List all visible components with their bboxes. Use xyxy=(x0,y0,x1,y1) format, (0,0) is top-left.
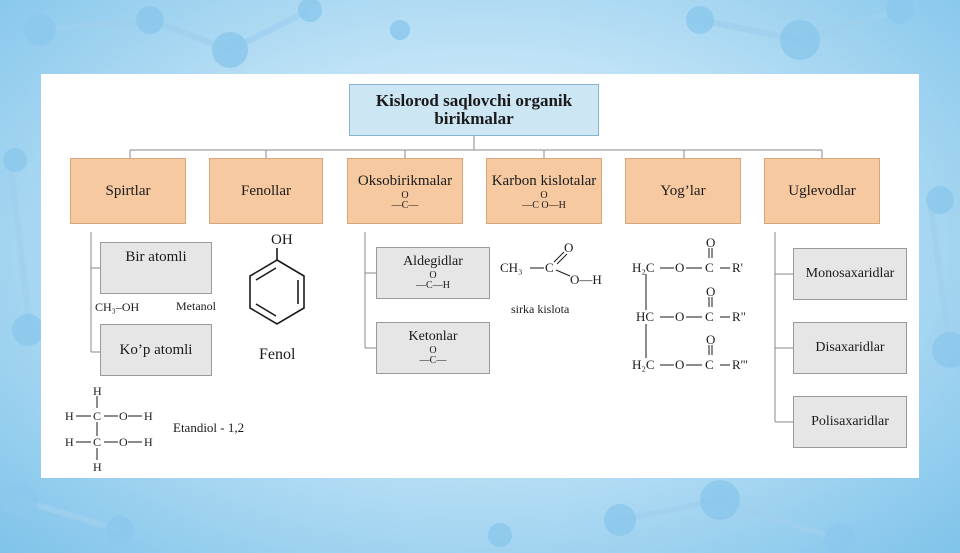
category-oksobirikmalar: Oksobirikmalar O —C— xyxy=(347,158,463,224)
box-polisaxaridlar: Polisaxaridlar xyxy=(793,396,907,448)
acetic-acid-structure: CH₃ C O O—H xyxy=(500,240,602,287)
category-uglevodlar: Uglevodlar xyxy=(764,158,880,224)
etandiol-o1: O xyxy=(119,409,128,423)
title-line-2: birikmalar xyxy=(434,109,514,128)
etandiol-h-right2: H xyxy=(144,435,153,449)
fat-c3: C xyxy=(705,357,714,372)
etandiol-h-top: H xyxy=(93,384,102,398)
etandiol-c2: C xyxy=(93,435,101,449)
okso-group-oxygen: O xyxy=(401,190,409,201)
fat-o3: O xyxy=(706,332,715,347)
sirka-kislota-name: sirka kislota xyxy=(511,302,570,316)
fenol-name: Fenol xyxy=(259,346,296,363)
acid-carbon: C xyxy=(545,260,554,275)
acid-ch3: CH₃ xyxy=(500,260,523,275)
monosaxaridlar-label: Monosaxaridlar xyxy=(805,266,895,281)
fat-h2c-1: H₂C xyxy=(632,260,655,275)
box-disaxaridlar: Disaxaridlar xyxy=(793,322,907,374)
fat-h2c-2: H₂C xyxy=(632,357,655,372)
etandiol-name: Etandiol - 1,2 xyxy=(173,420,245,435)
aldegidlar-label: Aldegidlar xyxy=(403,254,463,269)
box-kop-atomli: Ko’p atomli xyxy=(100,324,212,376)
aldegid-oxygen: O xyxy=(429,270,437,281)
aldegid-formula: —C—H xyxy=(416,280,450,291)
disaxaridlar-label: Disaxaridlar xyxy=(815,340,885,355)
acid-oxygen: O xyxy=(564,240,573,255)
karbon-group-oxygen: O xyxy=(540,190,548,201)
category-oksobirikmalar-label: Oksobirikmalar xyxy=(357,173,453,189)
title-line-1: Kislorod saqlovchi organik xyxy=(375,91,573,110)
category-karbon-kislotalar: Karbon kislotalar O —C O—H xyxy=(486,158,602,224)
category-fenollar-label: Fenollar xyxy=(241,182,291,199)
fat-r3: R''' xyxy=(732,357,748,372)
ketonlar-label: Ketonlar xyxy=(408,329,458,344)
box-monosaxaridlar: Monosaxaridlar xyxy=(793,248,907,300)
acid-hydroxyl: O—H xyxy=(570,272,602,287)
benzene-ring-icon xyxy=(249,248,305,325)
fat-o-ester3: O xyxy=(675,357,684,372)
category-uglevodlar-label: Uglevodlar xyxy=(788,182,856,199)
diagram-title: Kislorod saqlovchi organik birikmalar xyxy=(349,84,599,136)
category-karbon-label: Karbon kislotalar xyxy=(491,173,597,189)
fat-r2: R" xyxy=(732,309,746,324)
metanol-name: Metanol xyxy=(176,299,216,313)
etandiol-h-left2: H xyxy=(65,435,74,449)
etandiol-o2: O xyxy=(119,435,128,449)
etandiol-h-bottom: H xyxy=(93,460,102,474)
category-spirtlar-label: Spirtlar xyxy=(105,182,151,199)
category-yoglar-label: Yog’lar xyxy=(660,182,706,199)
category-yoglar: Yog’lar xyxy=(625,158,741,224)
fat-o-ester1: O xyxy=(675,260,684,275)
triglyceride-structure: O H₂C O C R' O HC O C R" O H₂C O C R''' xyxy=(632,235,748,372)
fat-r1: R' xyxy=(732,260,743,275)
kop-atomli-label: Ko’p atomli xyxy=(119,341,193,358)
etandiol-h-right1: H xyxy=(144,409,153,423)
box-aldegidlar: Aldegidlar O —C—H xyxy=(376,247,490,299)
fenol-oh: OH xyxy=(271,232,293,248)
category-fenollar: Fenollar xyxy=(209,158,323,224)
etandiol-c1: C xyxy=(93,409,101,423)
karbon-group-oh: O—H xyxy=(541,200,566,211)
karbon-group-c: —C xyxy=(522,200,539,211)
box-bir-atomli: Bir atomli xyxy=(100,242,212,294)
fat-o1: O xyxy=(706,235,715,250)
fat-o-ester2: O xyxy=(675,309,684,324)
polisaxaridlar-label: Polisaxaridlar xyxy=(811,414,889,429)
fat-hc: HC xyxy=(636,309,654,324)
bir-atomli-label: Bir atomli xyxy=(125,249,187,265)
fat-c2: C xyxy=(705,309,714,324)
etandiol-h-left1: H xyxy=(65,409,74,423)
keton-formula: —C— xyxy=(419,355,447,366)
keton-oxygen: O xyxy=(429,345,437,356)
etandiol-structure: H H C O H H C O H H xyxy=(65,384,153,474)
box-ketonlar: Ketonlar O —C— xyxy=(376,322,490,374)
okso-group-formula: —C— xyxy=(391,200,419,211)
karbon-group-formula: —C O—H xyxy=(522,200,566,211)
fat-c1: C xyxy=(705,260,714,275)
metanol-formula: CH₃–OH xyxy=(95,300,140,314)
category-spirtlar: Spirtlar xyxy=(70,158,186,224)
fat-o2: O xyxy=(706,284,715,299)
